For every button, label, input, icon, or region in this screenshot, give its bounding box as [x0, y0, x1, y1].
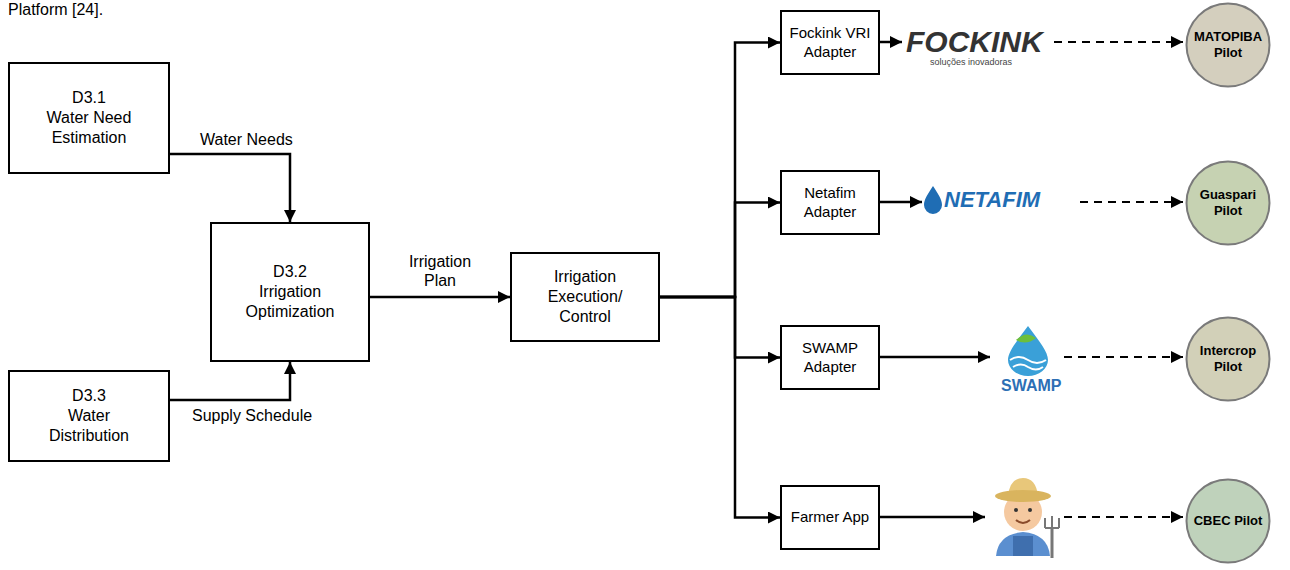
box-text: Netafim Adapter	[786, 184, 874, 222]
module-box: D3.2Irrigation Optimization	[210, 222, 370, 362]
box-text: Water Need Estimation	[24, 108, 154, 148]
vendor-logo-text: SWAMP	[1001, 378, 1061, 394]
pilot-name: Guaspari Pilot	[1190, 187, 1266, 220]
connector-arrow	[170, 154, 290, 222]
pilot-circle: Guaspari Pilot	[1185, 160, 1271, 246]
vendor-logo-subtitle: soluções inovadoras	[930, 58, 1012, 67]
pilot-dashed-arrow	[1064, 516, 1183, 518]
box-text: Farmer App	[791, 508, 869, 527]
page-fragment-text: Platform [24].	[8, 2, 103, 18]
box-text: D3.3	[72, 386, 106, 406]
pilot-circle: CBEC Pilot	[1185, 478, 1271, 564]
module-box: D3.3Water Distribution	[8, 370, 170, 462]
pilot-name: MATOPIBA Pilot	[1190, 29, 1266, 62]
netafim-drop	[924, 186, 942, 214]
connector-arrow	[170, 362, 290, 400]
connector-arrow	[660, 297, 780, 358]
pilot-name: Intercrop Pilot	[1190, 343, 1266, 376]
vendor-arrow	[880, 41, 902, 44]
pilot-circle-fill	[1187, 318, 1270, 401]
vendor-logo-text: FOCKINK	[906, 27, 1043, 57]
pilot-circle: Intercrop Pilot	[1185, 316, 1271, 402]
pilot-dashed-arrow	[1064, 356, 1183, 358]
connector-arrow	[660, 203, 780, 298]
swamp-logo-icon	[1008, 326, 1048, 376]
box-text: Irrigation Optimization	[230, 282, 350, 322]
pilot-name: CBEC Pilot	[1194, 513, 1263, 529]
vendor-logo-text: NETAFIM	[944, 189, 1040, 211]
vendor-arrow	[880, 516, 985, 519]
pilot-dashed-arrow	[1080, 201, 1183, 203]
module-box: D3.1Water Need Estimation	[8, 62, 170, 174]
pilot-circle-fill	[1187, 162, 1270, 245]
connector-arrow	[370, 296, 510, 299]
adapter-box: Farmer App	[780, 485, 880, 550]
connector-arrow	[660, 43, 780, 298]
pilot-circle: MATOPIBA Pilot	[1185, 2, 1271, 88]
edge-label: Irrigation Plan	[400, 252, 480, 290]
box-text: D3.2	[273, 262, 307, 282]
pilot-circle-fill	[1187, 480, 1270, 563]
box-text: D3.1	[72, 88, 106, 108]
box-text: SWAMP Adapter	[786, 339, 874, 377]
box-text: Fockink VRI Adapter	[786, 24, 874, 62]
edge-label: Supply Schedule	[192, 406, 312, 425]
control-box: Irrigation Execution/ Control	[510, 252, 660, 342]
vendor-arrow	[880, 356, 990, 359]
connector-arrow	[660, 297, 780, 518]
box-text: Irrigation Execution/ Control	[535, 267, 635, 327]
adapter-box: Netafim Adapter	[780, 170, 880, 235]
adapter-box: Fockink VRI Adapter	[780, 10, 880, 75]
pilot-dashed-arrow	[1054, 41, 1183, 43]
vendor-arrow	[880, 201, 922, 204]
edge-label: Water Needs	[200, 130, 293, 149]
farmer-illustration	[995, 478, 1059, 558]
adapter-box: SWAMP Adapter	[780, 325, 880, 390]
pilot-circle-fill	[1187, 4, 1270, 87]
box-text: Water Distribution	[29, 406, 149, 446]
